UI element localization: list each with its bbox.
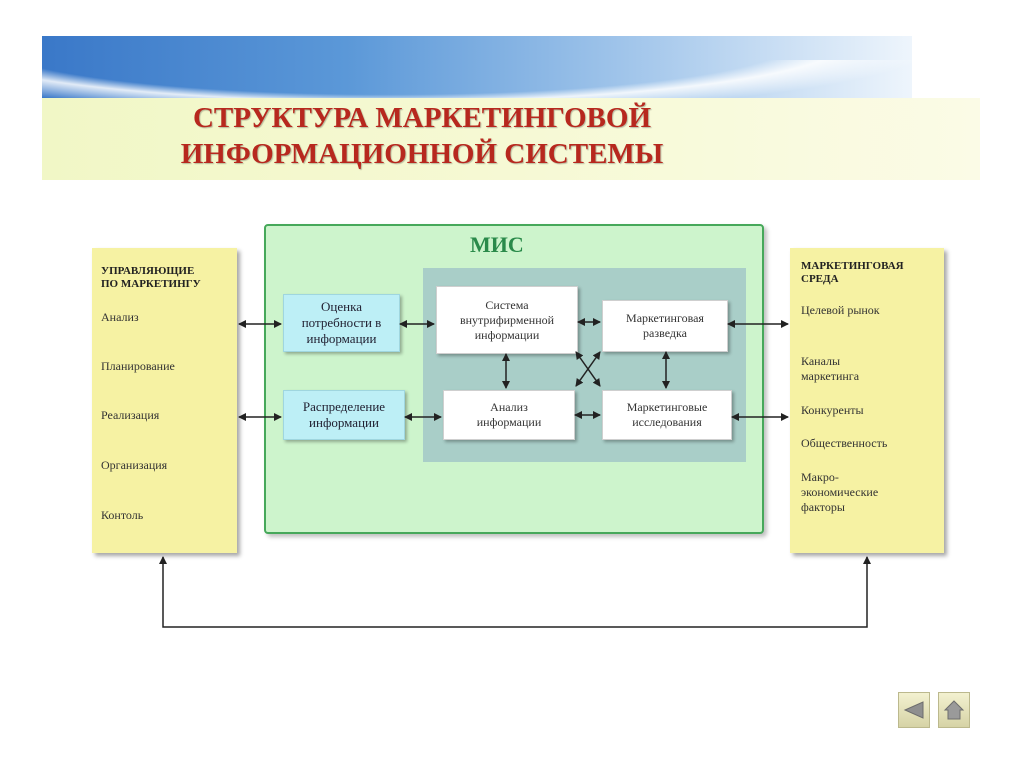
left-item-organization: Организация xyxy=(101,458,168,472)
internal-info-system-label: Система внутрифирменной информации xyxy=(459,297,555,342)
right-panel-heading: МАРКЕТИНГОВАЯ СРЕДА xyxy=(801,260,904,286)
internal-info-system-box: Система внутрифирменной информации xyxy=(436,286,578,354)
slide-title: СТРУКТУРА МАРКЕТИНГОВОЙ ИНФОРМАЦИОННОЙ С… xyxy=(42,100,802,172)
info-needs-label: Оценка потребности в информации xyxy=(301,299,382,346)
title-line-1: СТРУКТУРА МАРКЕТИНГОВОЙ xyxy=(192,102,651,134)
marketing-research-box: Маркетинговые исследования xyxy=(602,390,732,440)
marketing-managers-panel xyxy=(92,248,237,553)
right-item-public: Общественность xyxy=(801,436,888,450)
right-item-competitors: Конкуренты xyxy=(801,403,864,417)
right-heading-line-1: МАРКЕТИНГОВАЯ xyxy=(801,260,904,272)
info-analysis-label: Анализ информации xyxy=(476,400,542,429)
marketing-research-label: Маркетинговые исследования xyxy=(626,400,708,429)
title-line-2: ИНФОРМАЦИОННОЙ СИСТЕМЫ xyxy=(180,138,664,170)
marketing-environment-panel xyxy=(790,248,944,553)
arrow-left-icon xyxy=(903,701,924,719)
info-analysis-box: Анализ информации xyxy=(443,390,575,440)
home-icon xyxy=(943,700,965,720)
back-button[interactable] xyxy=(898,692,930,728)
left-heading-line-1: УПРАВЛЯЮЩИЕ xyxy=(101,265,195,277)
info-distribution-box: Распределение информации xyxy=(283,390,405,440)
left-item-implementation: Реализация xyxy=(101,408,160,422)
left-heading-line-2: ПО МАРКЕТИНГУ xyxy=(101,278,201,290)
left-item-analysis: Анализ xyxy=(101,310,139,324)
left-panel-heading: УПРАВЛЯЮЩИЕ ПО МАРКЕТИНГУ xyxy=(101,265,201,291)
left-item-planning: Планирование xyxy=(101,359,175,373)
arrow-cross-2 xyxy=(575,351,601,387)
arrow-feedback-loop xyxy=(159,556,871,628)
right-item-macro-factors: Макро- экономические факторы xyxy=(801,470,879,514)
home-button[interactable] xyxy=(938,692,970,728)
mis-label: МИС xyxy=(470,232,524,257)
marketing-intelligence-box: Маркетинговая разведка xyxy=(602,300,728,352)
left-item-control: Контоль xyxy=(101,508,144,522)
marketing-intelligence-label: Маркетинговая разведка xyxy=(626,311,704,340)
right-heading-line-2: СРЕДА xyxy=(801,273,839,285)
title-band xyxy=(42,98,980,180)
info-needs-box: Оценка потребности в информации xyxy=(283,294,400,352)
right-item-channels: Каналы маркетинга xyxy=(801,354,860,383)
right-item-target-market: Целевой рынок xyxy=(801,303,880,317)
info-distribution-label: Распределение информации xyxy=(302,399,386,430)
